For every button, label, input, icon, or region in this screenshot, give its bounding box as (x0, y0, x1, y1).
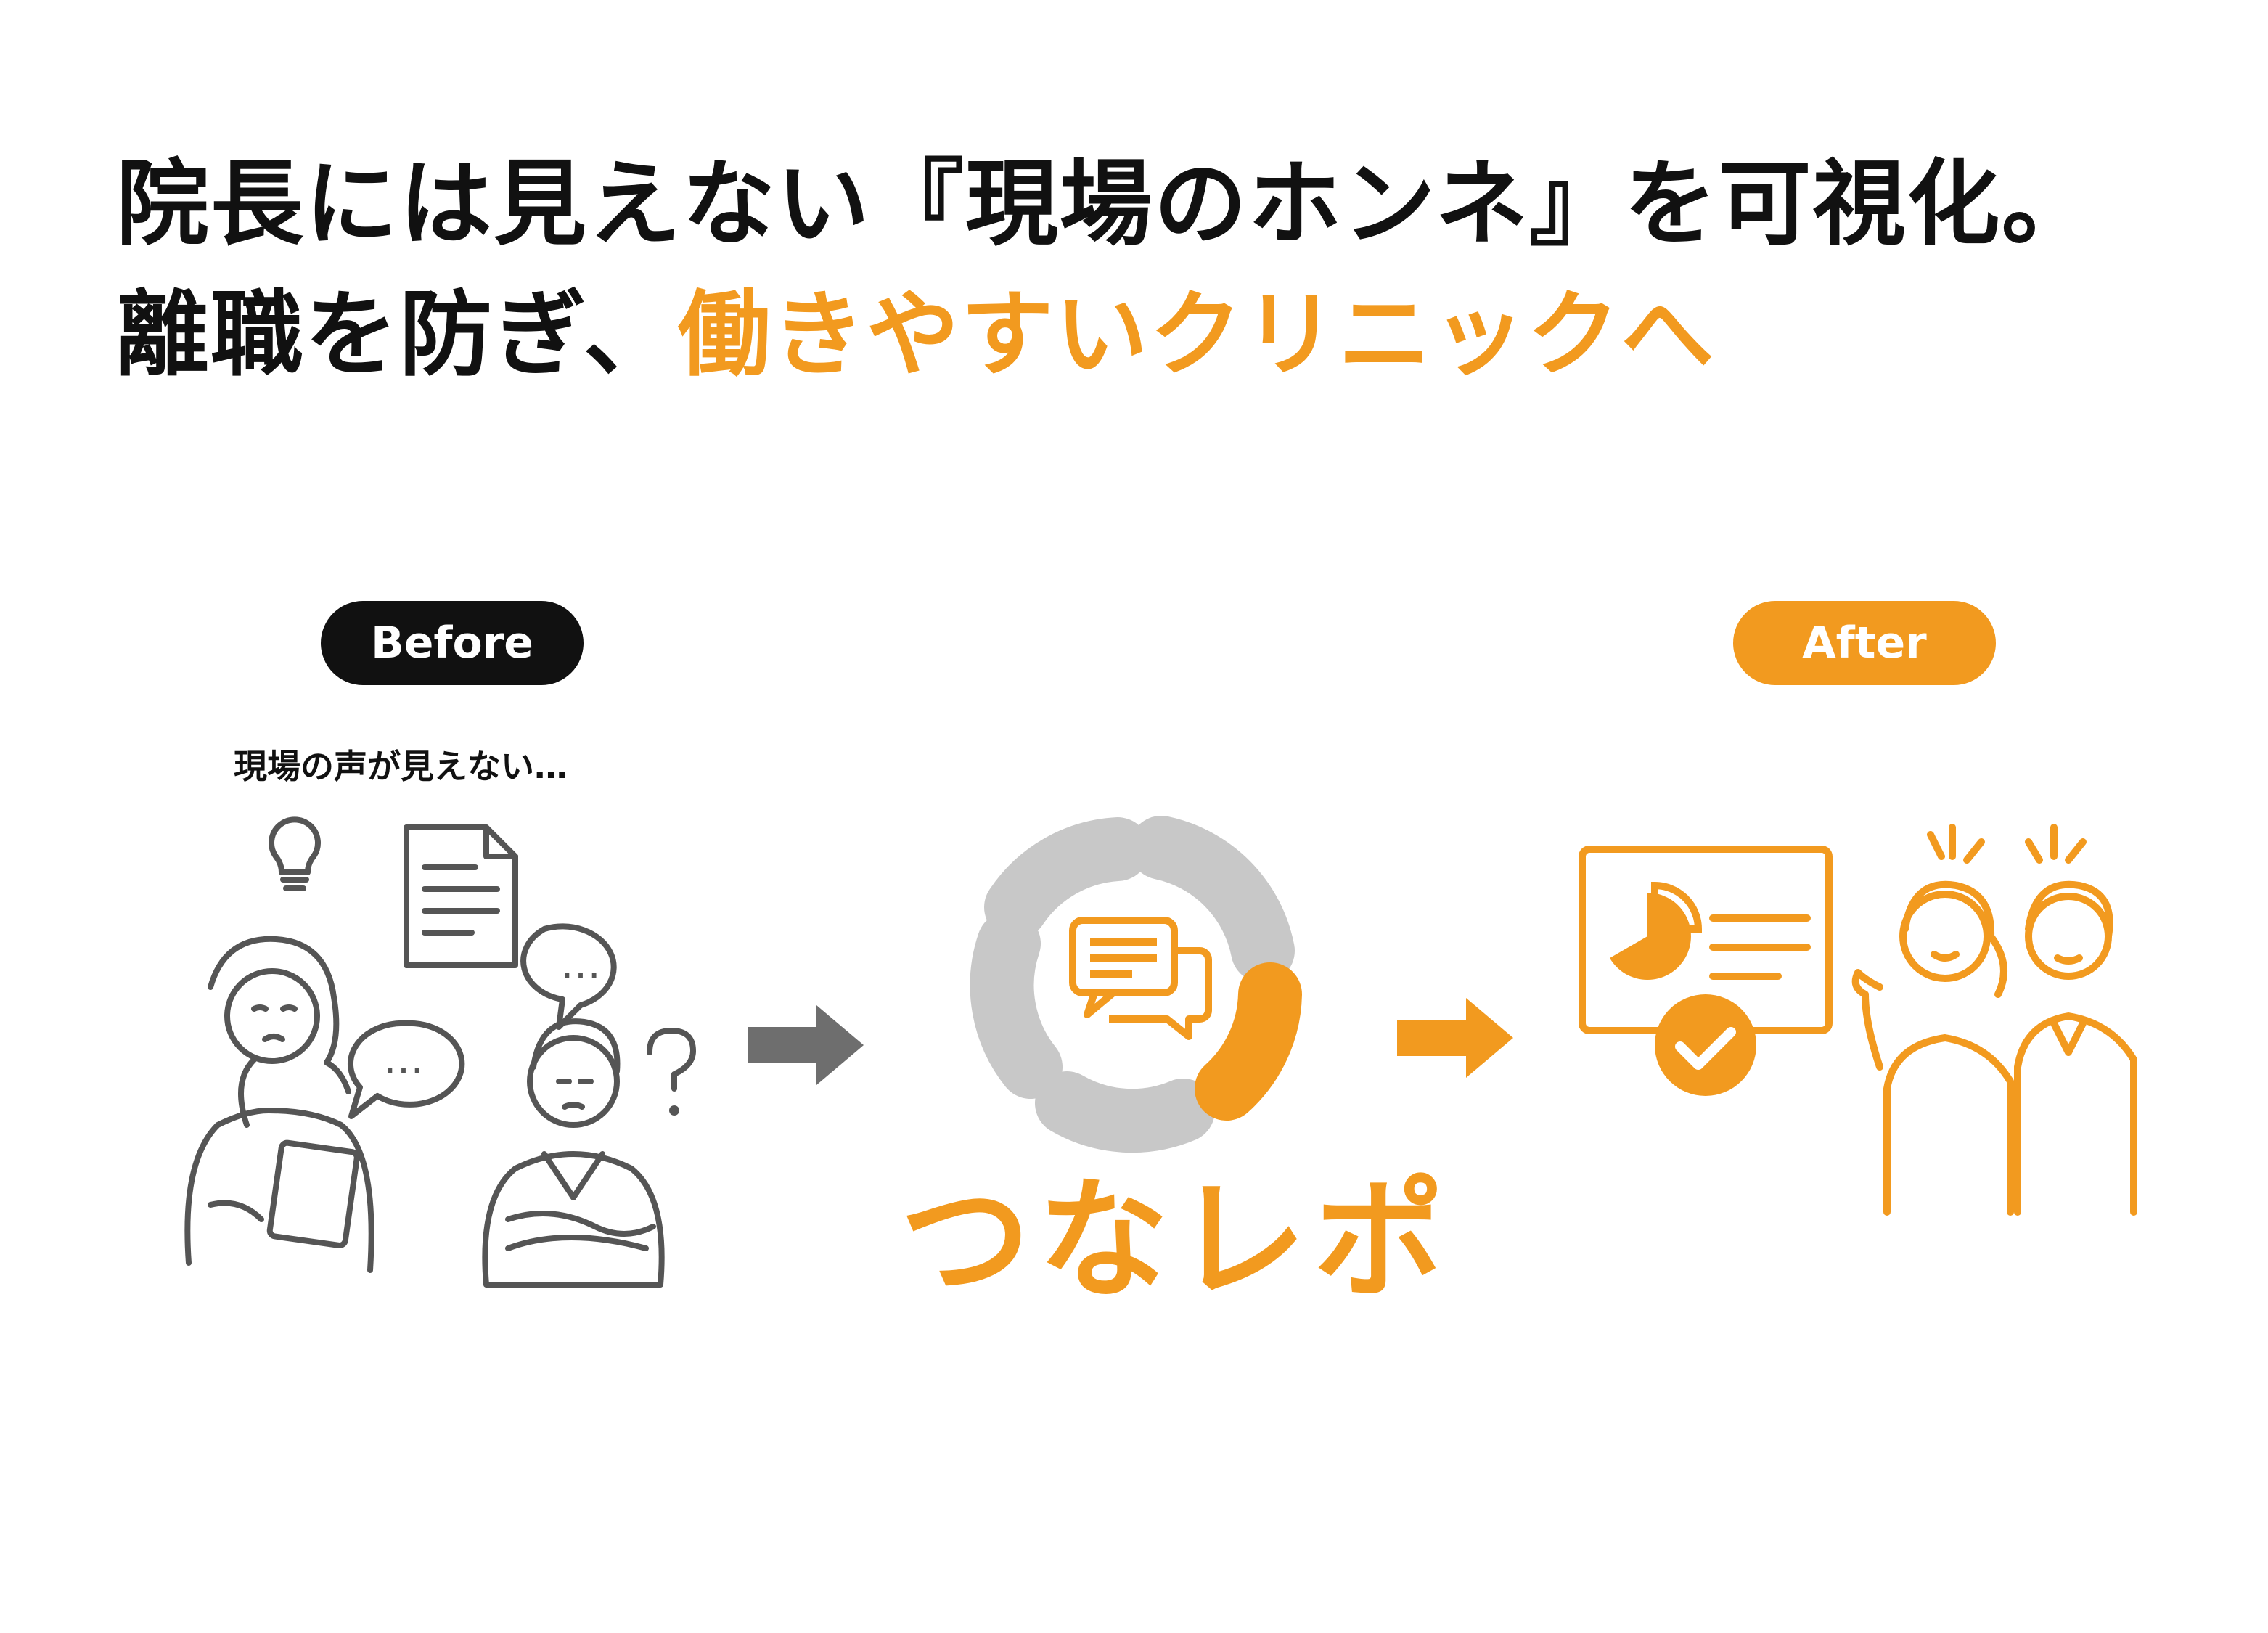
headline-line-1: 院長には見えない『現場のホンネ』を可視化。 (116, 150, 2096, 258)
doctor-figure (482, 1018, 665, 1288)
before-badge: Before (321, 601, 584, 685)
before-illustration: … … (184, 816, 696, 1288)
headline-line-2: 離職を防ぎ、働きやすいクリニックへ (116, 289, 1716, 382)
document-icon (404, 824, 518, 968)
before-caption: 現場の声が見えない… (234, 747, 568, 786)
doctor-figure-after (2014, 880, 2137, 1216)
pie-chart-icon (1610, 881, 1703, 980)
arrow-right-icon (748, 1005, 864, 1085)
woman-figure (184, 936, 374, 1273)
headline-line-2-accent: 働きやすいクリニックへ (677, 281, 1716, 389)
nurse-figure (1851, 880, 2014, 1216)
brand-logo (970, 816, 1302, 1153)
speech-bubble-right-text: … (560, 941, 601, 989)
chat-icon (1069, 917, 1212, 1040)
question-mark-icon (647, 1028, 696, 1116)
headline-line-2-prefix: 離職を防ぎ、 (116, 281, 678, 389)
speech-bubble-left (347, 1020, 465, 1119)
speech-bubble-left-text: … (383, 1036, 424, 1083)
brand-name: つなレポ (900, 1165, 1452, 1317)
lightbulb-icon (269, 816, 321, 891)
speech-bubble-right (520, 923, 617, 1030)
arrow-right-accent-icon (1397, 998, 1513, 1078)
after-illustration (1579, 824, 2137, 1216)
check-icon (1655, 994, 1756, 1096)
after-badge: After (1733, 601, 1996, 685)
